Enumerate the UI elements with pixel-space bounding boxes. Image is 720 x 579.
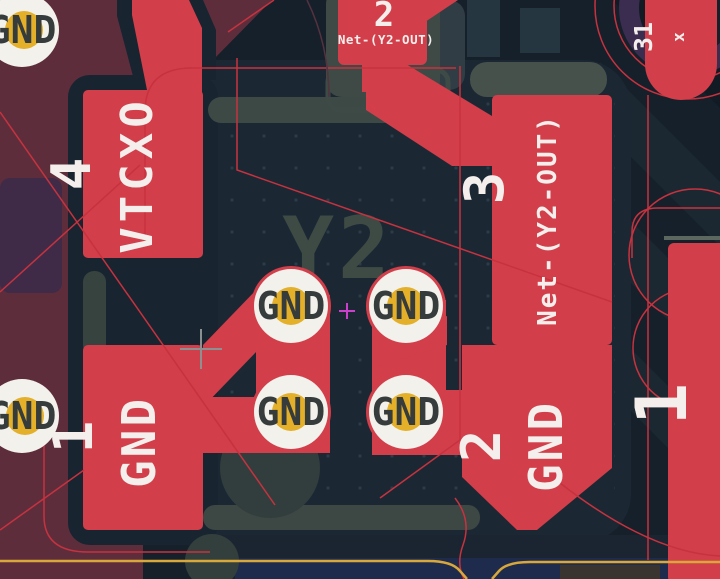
gnd-vias: GND GND GND GND GND GND (0, 0, 443, 453)
pad-1[interactable] (83, 345, 203, 530)
via-hole (387, 393, 425, 431)
pad2-number: 2 (450, 430, 513, 463)
neighbor-right-pad-number: 1 (621, 383, 703, 425)
via-gnd[interactable]: GND (254, 269, 328, 343)
via-net-label: GND (257, 390, 326, 434)
neighbor-corner-pad-net: x (669, 32, 688, 42)
via-net-label: GND (372, 390, 441, 434)
neighbor-corner-pad[interactable] (645, 0, 717, 100)
via-hole (272, 393, 310, 431)
neighbor-top-pad-net: Net-(Y2-OUT) (338, 32, 434, 47)
via-net-label: GND (0, 8, 56, 52)
trace-to-pad4[interactable] (132, 0, 202, 95)
via-net-label: GND (257, 284, 326, 328)
yellow-layer-trace (0, 559, 720, 579)
via-gnd[interactable]: GND (254, 375, 328, 449)
pad-origin-cross (180, 329, 222, 369)
pad-labels: 4 VTCXO 1 GND 3 Net-(Y2-OUT) 2 GND 2 Net… (40, 0, 703, 492)
overlap-courtyard-purple (0, 178, 62, 293)
neighbor-right-pad[interactable] (668, 243, 720, 579)
bottom-layer-strata (210, 535, 720, 579)
pad3-number: 3 (453, 172, 516, 205)
via-hole (6, 397, 44, 435)
via-hole (272, 287, 310, 325)
via-hole (5, 11, 43, 49)
via-net-label: GND (372, 284, 441, 328)
pad2-net: GND (519, 400, 573, 492)
via-gnd[interactable]: GND (0, 379, 59, 453)
neighbor-corner-pad-number: 31 (629, 22, 658, 52)
via-net-label: GND (0, 394, 56, 438)
pad4-number: 4 (40, 158, 103, 191)
trace-top-stub[interactable] (404, 0, 458, 36)
footprint-anchor-cross (339, 303, 355, 319)
via-hole (387, 287, 425, 325)
pad-3[interactable] (492, 95, 612, 345)
pad-2[interactable] (462, 345, 612, 530)
via-gnd[interactable]: GND (369, 269, 443, 343)
pad3-net: Net-(Y2-OUT) (533, 114, 563, 326)
pad4-net: VTCXO (112, 96, 163, 253)
pad1-net: GND (112, 396, 166, 488)
via-gnd[interactable]: GND (369, 375, 443, 449)
neighbor-top-pad-number: 2 (374, 0, 394, 35)
via-gnd[interactable]: GND (0, 0, 59, 67)
pad-4[interactable] (83, 90, 203, 258)
